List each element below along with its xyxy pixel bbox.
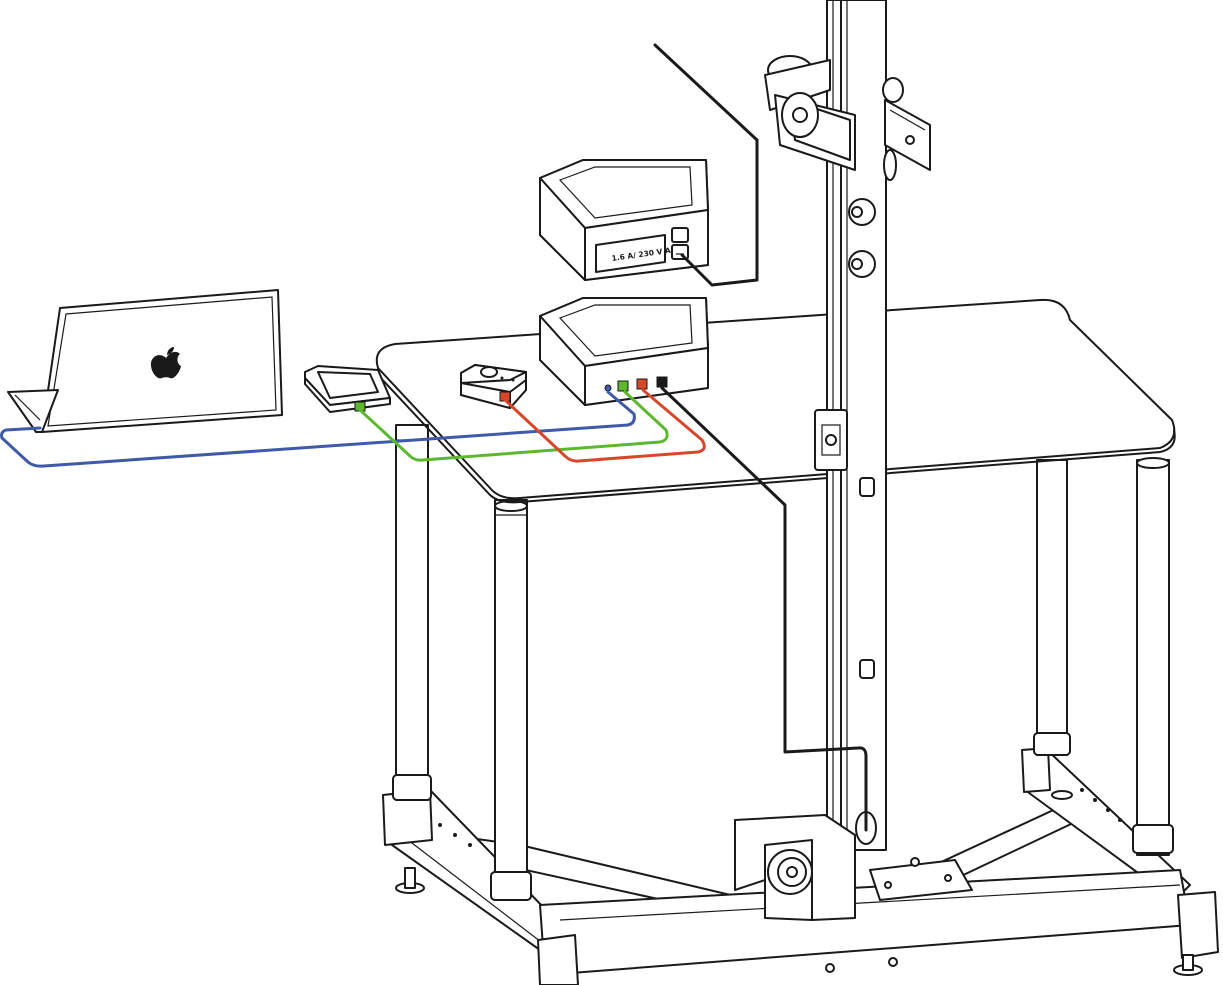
cable-power	[653, 43, 759, 287]
base-front-left-block	[537, 934, 579, 985]
port-blue	[604, 384, 612, 392]
cable-green	[358, 390, 669, 462]
base-front-right-block	[1177, 891, 1219, 959]
knob-controller	[460, 364, 527, 409]
leg-back-right	[1036, 459, 1068, 756]
leveling-feet	[395, 790, 1203, 976]
vertical-mast	[734, 0, 973, 921]
laptop	[7, 289, 283, 433]
port-green	[617, 380, 629, 392]
top-clamp-assembly	[764, 55, 931, 181]
leg-back-left	[395, 424, 429, 801]
rail-holes	[438, 788, 1122, 847]
cables	[0, 43, 868, 832]
leg-front-right	[1136, 459, 1170, 856]
power-box: 1.6 A/ 230 V AC	[539, 159, 709, 281]
cable-red	[503, 388, 706, 463]
apple-logo-icon	[150, 347, 181, 379]
rating-plate	[595, 234, 666, 273]
port-red	[636, 378, 648, 390]
motor-housing	[734, 811, 973, 921]
cable-black	[660, 386, 868, 832]
knob-icon	[480, 366, 498, 378]
controller-box	[539, 297, 709, 406]
tablet-display	[304, 365, 391, 413]
table-legs	[392, 424, 1174, 901]
tablet-screen	[317, 371, 379, 399]
port-black	[656, 376, 668, 388]
leg-front-left	[494, 499, 528, 901]
base-frame	[382, 747, 1219, 985]
power-switch	[671, 227, 689, 243]
cable-blue	[0, 390, 636, 468]
